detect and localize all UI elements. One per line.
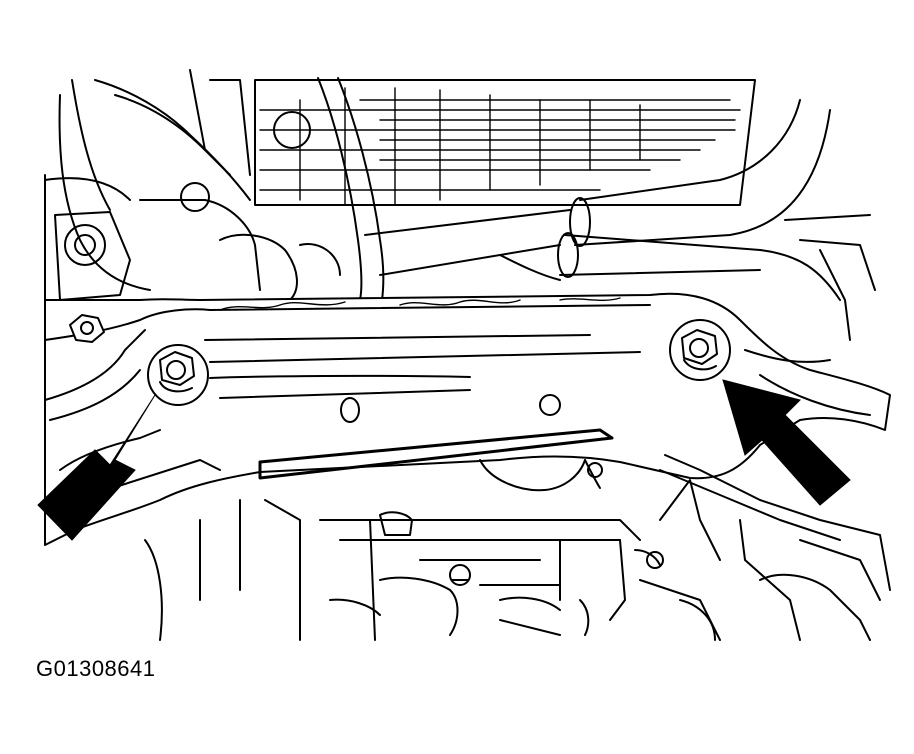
upper-engine-components bbox=[44, 69, 876, 341]
lower-engine-components bbox=[144, 479, 881, 641]
right-bolt bbox=[669, 319, 731, 381]
right-arrow-icon bbox=[722, 379, 851, 506]
figure-code: G01308641 bbox=[36, 656, 156, 681]
left-bolt bbox=[147, 344, 209, 406]
left-outer-bolt bbox=[69, 314, 105, 343]
radiator-grid bbox=[259, 87, 741, 206]
left-arrow-icon bbox=[37, 394, 156, 541]
crossmember bbox=[44, 292, 891, 591]
